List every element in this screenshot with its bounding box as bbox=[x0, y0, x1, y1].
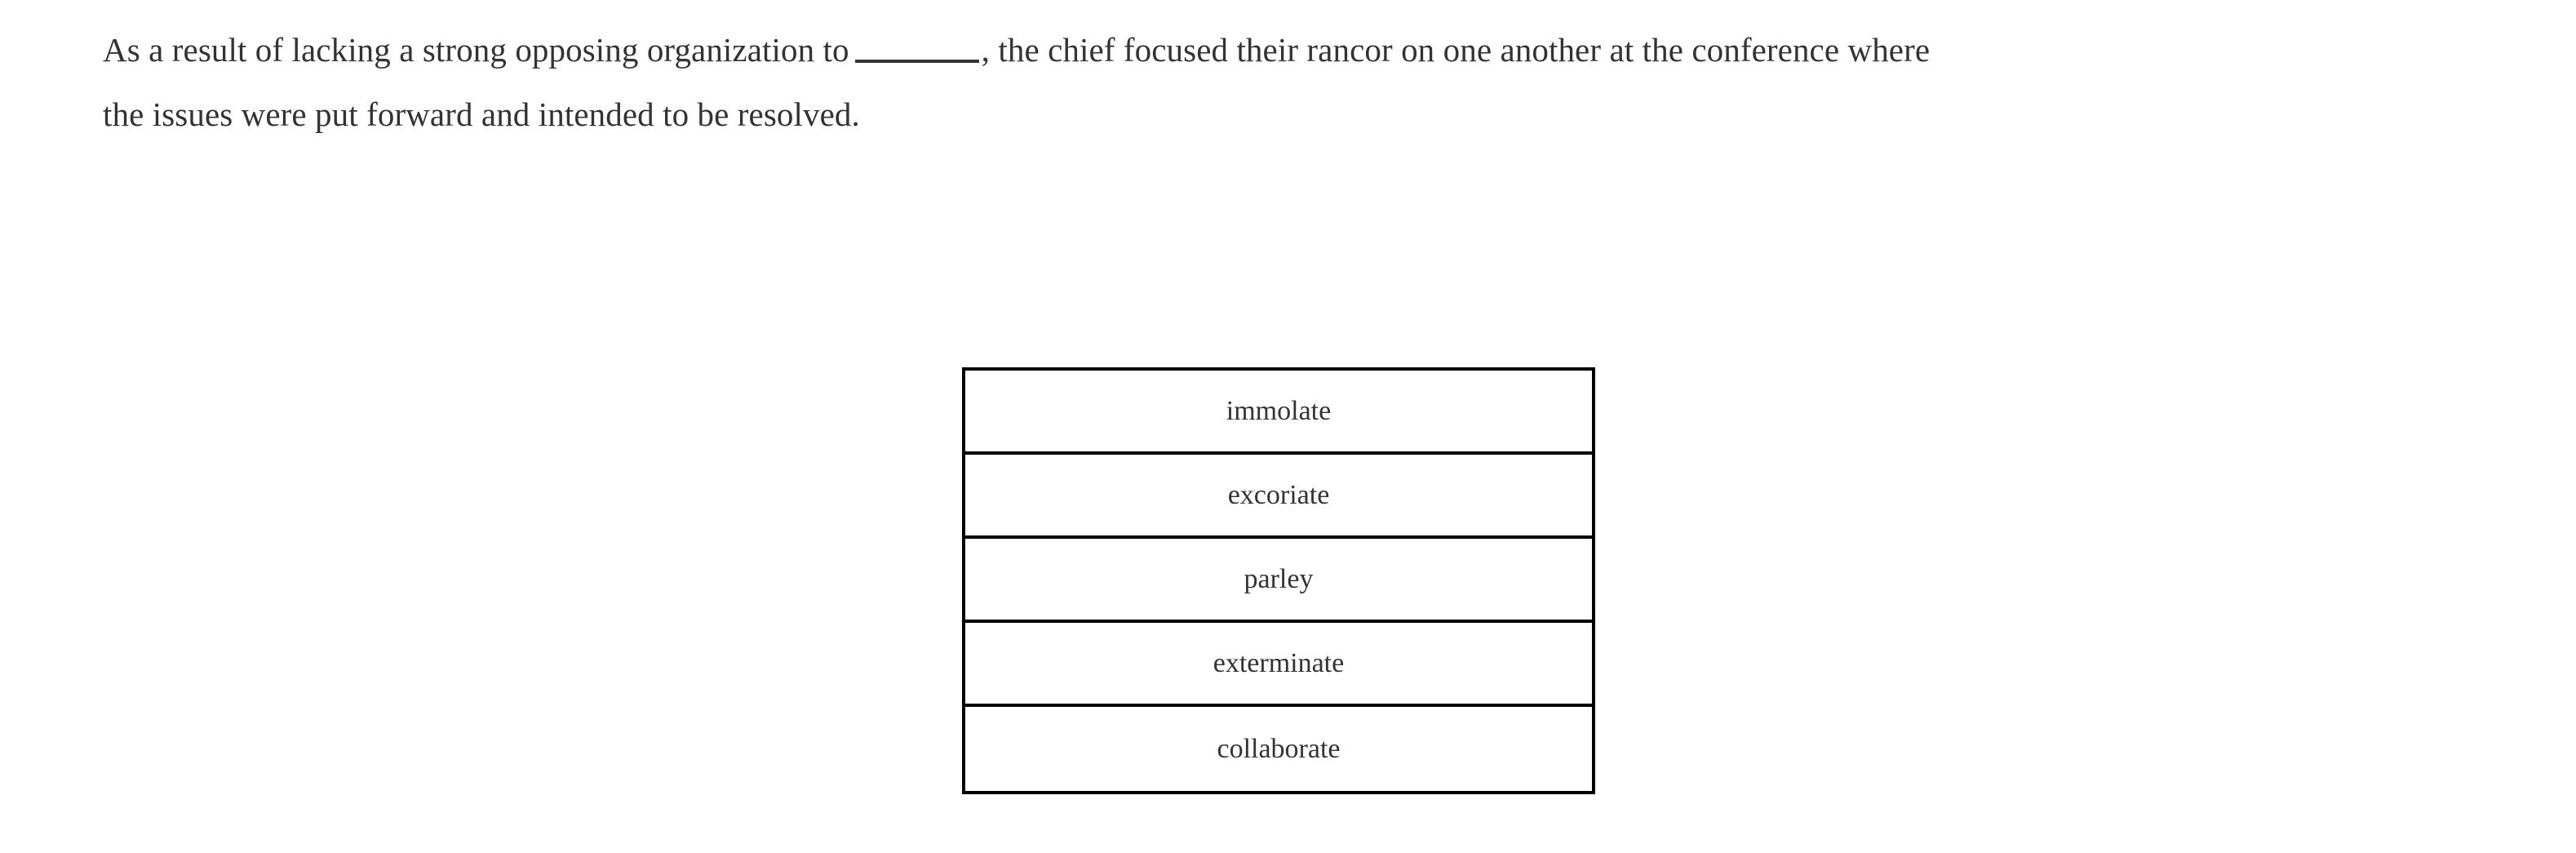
answer-option-excoriate[interactable]: excoriate bbox=[965, 455, 1592, 539]
answer-option-collaborate[interactable]: collaborate bbox=[965, 707, 1592, 791]
question-line-2: the issues were put forward and intended… bbox=[103, 96, 860, 133]
answer-option-label: parley bbox=[1244, 563, 1314, 594]
answer-option-label: collaborate bbox=[1217, 733, 1341, 764]
question-line-1: As a result of lacking a strong opposing… bbox=[103, 18, 2469, 82]
answer-option-parley[interactable]: parley bbox=[965, 539, 1592, 623]
answer-options-list: immolate excoriate parley exterminate co… bbox=[962, 367, 1595, 794]
answer-option-label: excoriate bbox=[1227, 479, 1330, 510]
answer-option-exterminate[interactable]: exterminate bbox=[965, 623, 1592, 707]
answer-blank bbox=[854, 35, 979, 63]
question-text-after-blank: , the chief focused their rancor on one … bbox=[981, 31, 1931, 69]
answer-option-label: exterminate bbox=[1213, 647, 1345, 678]
answer-option-immolate[interactable]: immolate bbox=[965, 371, 1592, 455]
question-stem: As a result of lacking a strong opposing… bbox=[103, 18, 2469, 147]
question-text-before-blank: As a result of lacking a strong opposing… bbox=[103, 31, 849, 69]
answer-option-label: immolate bbox=[1226, 395, 1332, 426]
